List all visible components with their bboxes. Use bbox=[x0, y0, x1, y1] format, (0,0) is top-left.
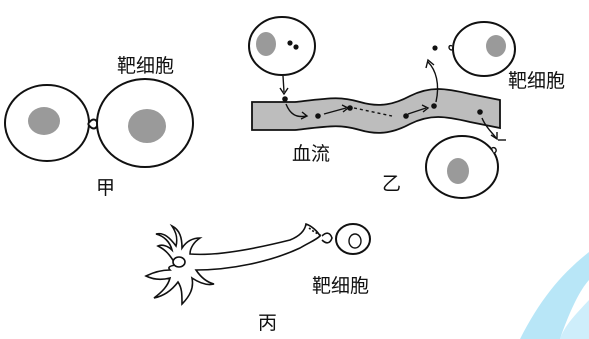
target-cell-a-nucleus bbox=[128, 109, 166, 143]
panel-c-label: 丙 bbox=[258, 314, 277, 333]
panel-b-blood bbox=[249, 17, 515, 198]
target-cell-label-b: 靶细胞 bbox=[508, 72, 565, 91]
target-cell-label-c: 靶细胞 bbox=[312, 277, 369, 296]
watermark-swoosh bbox=[520, 252, 589, 339]
signal-cell-nucleus bbox=[28, 107, 60, 135]
secreting-cell-nucleus bbox=[256, 32, 276, 56]
blood-flow-label: 血流 bbox=[292, 145, 330, 164]
target-cell-label-a: 靶细胞 bbox=[117, 57, 174, 76]
panel-a-contact bbox=[5, 79, 193, 167]
target-cell-b-upper bbox=[453, 22, 515, 76]
panel-b-label: 乙 bbox=[382, 175, 401, 194]
panel-a-label: 甲 bbox=[96, 179, 115, 198]
neuron bbox=[146, 224, 320, 304]
